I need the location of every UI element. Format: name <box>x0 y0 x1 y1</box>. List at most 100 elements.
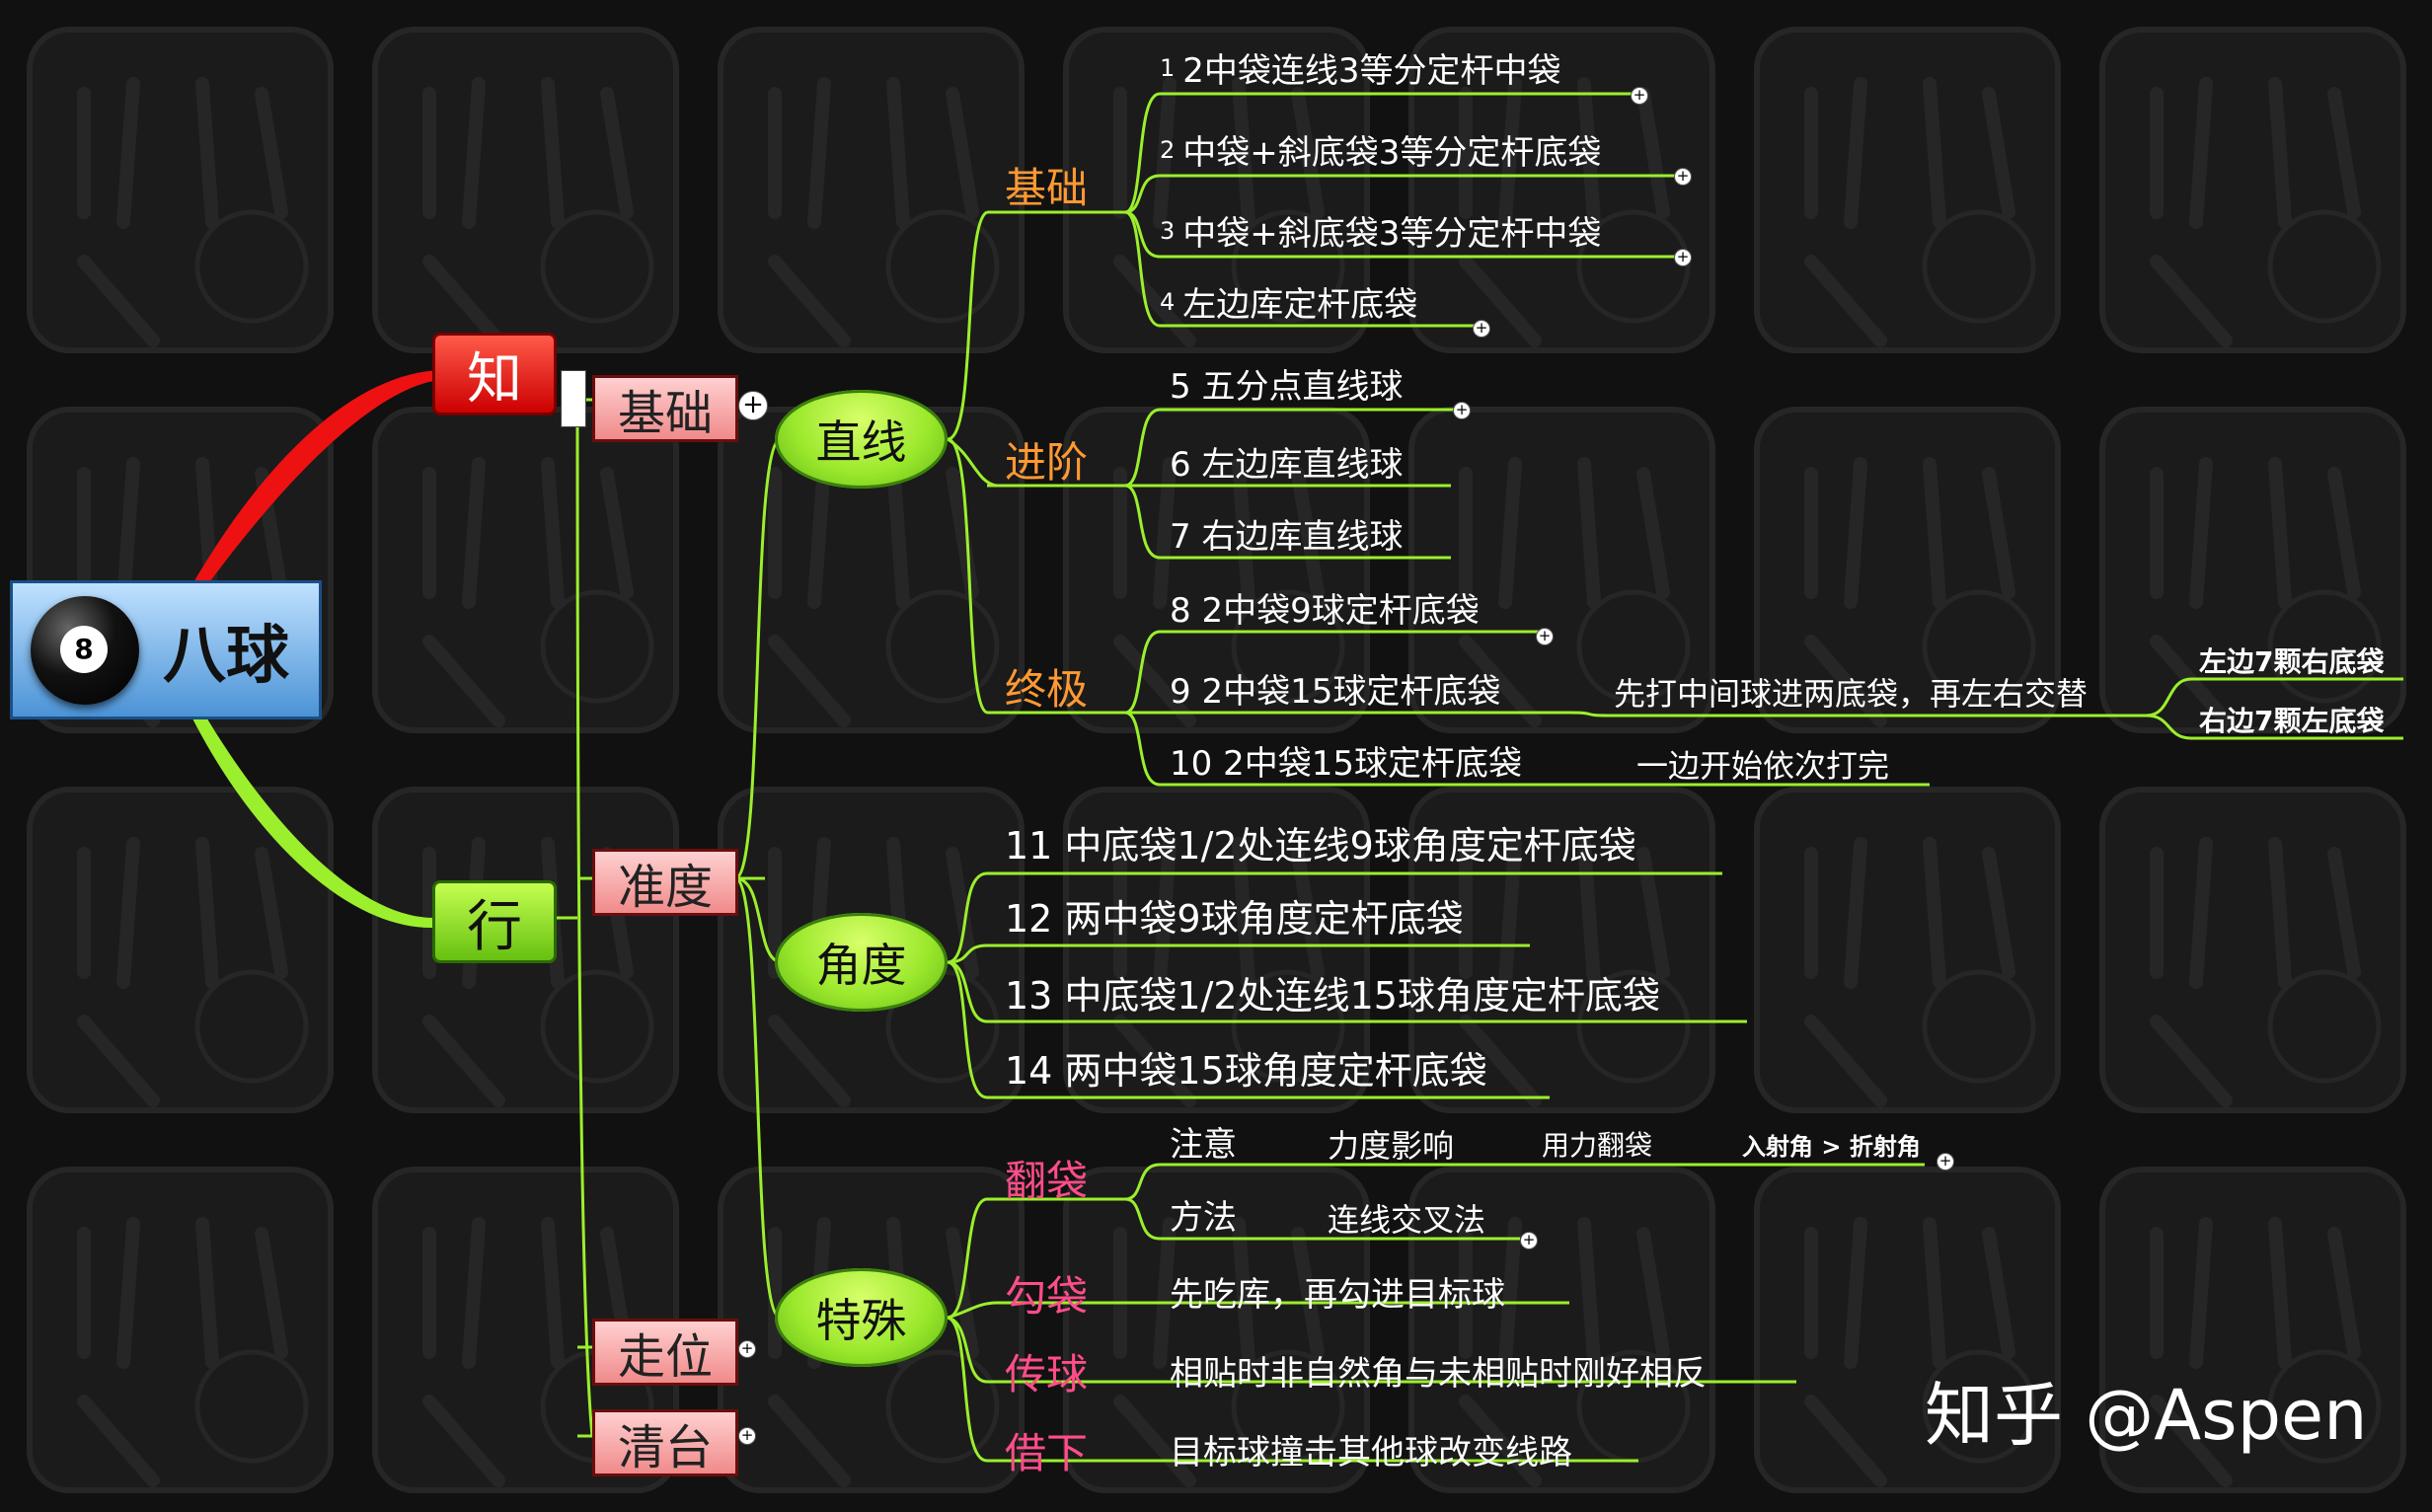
background-tile <box>1408 787 1715 1113</box>
item-11[interactable]: 11 中底袋1/2处连线9球角度定杆底袋 <box>1005 824 1636 868</box>
category-jinjie[interactable]: 进阶 <box>1005 438 1089 487</box>
xing-label: 行 <box>467 894 522 959</box>
chuanqiu-text[interactable]: 相贴时非自然角与未相贴时刚好相反 <box>1170 1354 1707 1394</box>
jiexia-text[interactable]: 目标球撞击其他球改变线路 <box>1170 1433 1572 1473</box>
expand-icon[interactable]: + <box>738 1340 756 1358</box>
item-index: 3 <box>1160 217 1176 245</box>
item-8[interactable]: 8 2中袋9球定杆底袋 <box>1170 591 1480 631</box>
qingtai-label: 清台 <box>617 1420 713 1475</box>
fandai-fangfa[interactable]: 方法 <box>1170 1198 1237 1238</box>
jichu-label: 基础 <box>617 386 713 441</box>
teshu-node[interactable]: 特殊 <box>775 1268 948 1367</box>
background-tile <box>27 27 334 353</box>
background-tile <box>372 27 679 353</box>
expand-icon[interactable]: + <box>1674 168 1692 186</box>
zhixian-node[interactable]: 直线 <box>775 390 948 489</box>
background-tile <box>1408 1167 1715 1493</box>
zhi-label: 知 <box>467 346 522 412</box>
item-10[interactable]: 10 2中袋15球定杆底袋 <box>1170 744 1522 784</box>
background-tile <box>27 1167 334 1493</box>
item-13[interactable]: 13 中底袋1/2处连线15球角度定杆底袋 <box>1005 974 1660 1018</box>
fandai-fangfa-1[interactable]: 连线交叉法 <box>1328 1201 1486 1239</box>
zouwei-node[interactable]: 走位 <box>592 1319 738 1386</box>
item-10-note[interactable]: 一边开始依次打完 <box>1636 747 1890 785</box>
item-index: 4 <box>1160 288 1176 316</box>
item-9-sub-left[interactable]: 左边7颗右底袋 <box>2199 645 2385 678</box>
background-tile <box>1754 407 2061 733</box>
category-fandai[interactable]: 翻袋 <box>1005 1157 1089 1205</box>
item-text: 左边库定杆底袋 <box>1182 285 1418 325</box>
background-tile <box>1408 407 1715 733</box>
qingtai-node[interactable]: 清台 <box>592 1409 738 1476</box>
zouwei-label: 走位 <box>617 1329 713 1385</box>
zhundu-node[interactable]: 准度 <box>592 849 738 916</box>
jiaodu-label: 角度 <box>815 939 907 992</box>
category-jiexia[interactable]: 借下 <box>1005 1429 1089 1477</box>
background-tile <box>2099 1167 2406 1493</box>
fandai-zhuyi-2[interactable]: 用力翻袋 <box>1542 1129 1653 1162</box>
category-jichu[interactable]: 基础 <box>1005 164 1089 212</box>
background-tile <box>27 787 334 1113</box>
expand-icon[interactable]: + <box>738 391 768 420</box>
item-6[interactable]: 6 左边库直线球 <box>1170 445 1404 485</box>
item-9-note[interactable]: 先打中间球进两底袋，再左右交替 <box>1614 675 2089 713</box>
background-tile <box>1754 787 2061 1113</box>
watermark: 知乎 @Aspen <box>1925 1375 2368 1456</box>
background-tile <box>1063 787 1370 1113</box>
jiaodu-node[interactable]: 角度 <box>775 913 948 1012</box>
expand-icon[interactable]: + <box>1473 320 1490 338</box>
drag-handle-icon[interactable] <box>561 370 586 427</box>
item-text: 2中袋连线3等分定杆中袋 <box>1182 51 1561 91</box>
item-text: 中袋+斜底袋3等分定杆底袋 <box>1182 133 1602 173</box>
background-tile <box>718 407 1025 733</box>
category-goudai[interactable]: 勾袋 <box>1005 1272 1089 1321</box>
background-tile <box>1408 27 1715 353</box>
background-tile <box>1063 1167 1370 1493</box>
fandai-zhuyi[interactable]: 注意 <box>1170 1125 1237 1165</box>
background-tile <box>1754 1167 2061 1493</box>
fandai-zhuyi-1[interactable]: 力度影响 <box>1328 1127 1455 1165</box>
expand-icon[interactable]: + <box>1453 402 1471 419</box>
teshu-label: 特殊 <box>815 1294 907 1347</box>
jichu-node[interactable]: 基础 <box>592 375 738 442</box>
expand-icon[interactable]: + <box>1937 1153 1954 1171</box>
zhixian-label: 直线 <box>815 416 907 469</box>
goudai-text[interactable]: 先吃库，再勾进目标球 <box>1170 1275 1505 1315</box>
item-5[interactable]: 5 五分点直线球 <box>1170 367 1404 407</box>
xing-node[interactable]: 行 <box>432 880 557 963</box>
root-label: 八球 <box>163 619 289 693</box>
item-12[interactable]: 12 两中袋9球角度定杆底袋 <box>1005 897 1464 941</box>
eight-ball-icon: 8 <box>31 595 139 705</box>
item-index: 2 <box>1160 136 1176 164</box>
background-tile <box>1754 27 2061 353</box>
item-14[interactable]: 14 两中袋15球角度定杆底袋 <box>1005 1049 1487 1093</box>
zhundu-label: 准度 <box>617 860 713 915</box>
expand-icon[interactable]: + <box>1520 1232 1538 1249</box>
background-tile <box>2099 27 2406 353</box>
category-zhongji[interactable]: 终极 <box>1005 665 1089 714</box>
item-index: 1 <box>1160 54 1176 82</box>
category-chuanqiu[interactable]: 传球 <box>1005 1350 1089 1399</box>
ball-number: 8 <box>60 625 108 673</box>
expand-icon[interactable]: + <box>1674 249 1692 266</box>
expand-icon[interactable]: + <box>1631 87 1648 105</box>
root-node[interactable]: 8 八球 <box>10 580 322 719</box>
item-9[interactable]: 9 2中袋15球定杆底袋 <box>1170 672 1501 712</box>
item-7[interactable]: 7 右边库直线球 <box>1170 517 1404 557</box>
background-tile <box>2099 407 2406 733</box>
expand-icon[interactable]: + <box>1536 628 1554 645</box>
fandai-zhuyi-3[interactable]: 入射角 > 折射角 <box>1742 1133 1921 1161</box>
item-text: 中袋+斜底袋3等分定杆中袋 <box>1182 214 1602 254</box>
expand-icon[interactable]: + <box>738 1427 756 1445</box>
zhi-node[interactable]: 知 <box>432 333 557 416</box>
background-tile <box>1063 407 1370 733</box>
item-9-sub-right[interactable]: 右边7颗左底袋 <box>2199 705 2385 737</box>
background-tile <box>718 27 1025 353</box>
